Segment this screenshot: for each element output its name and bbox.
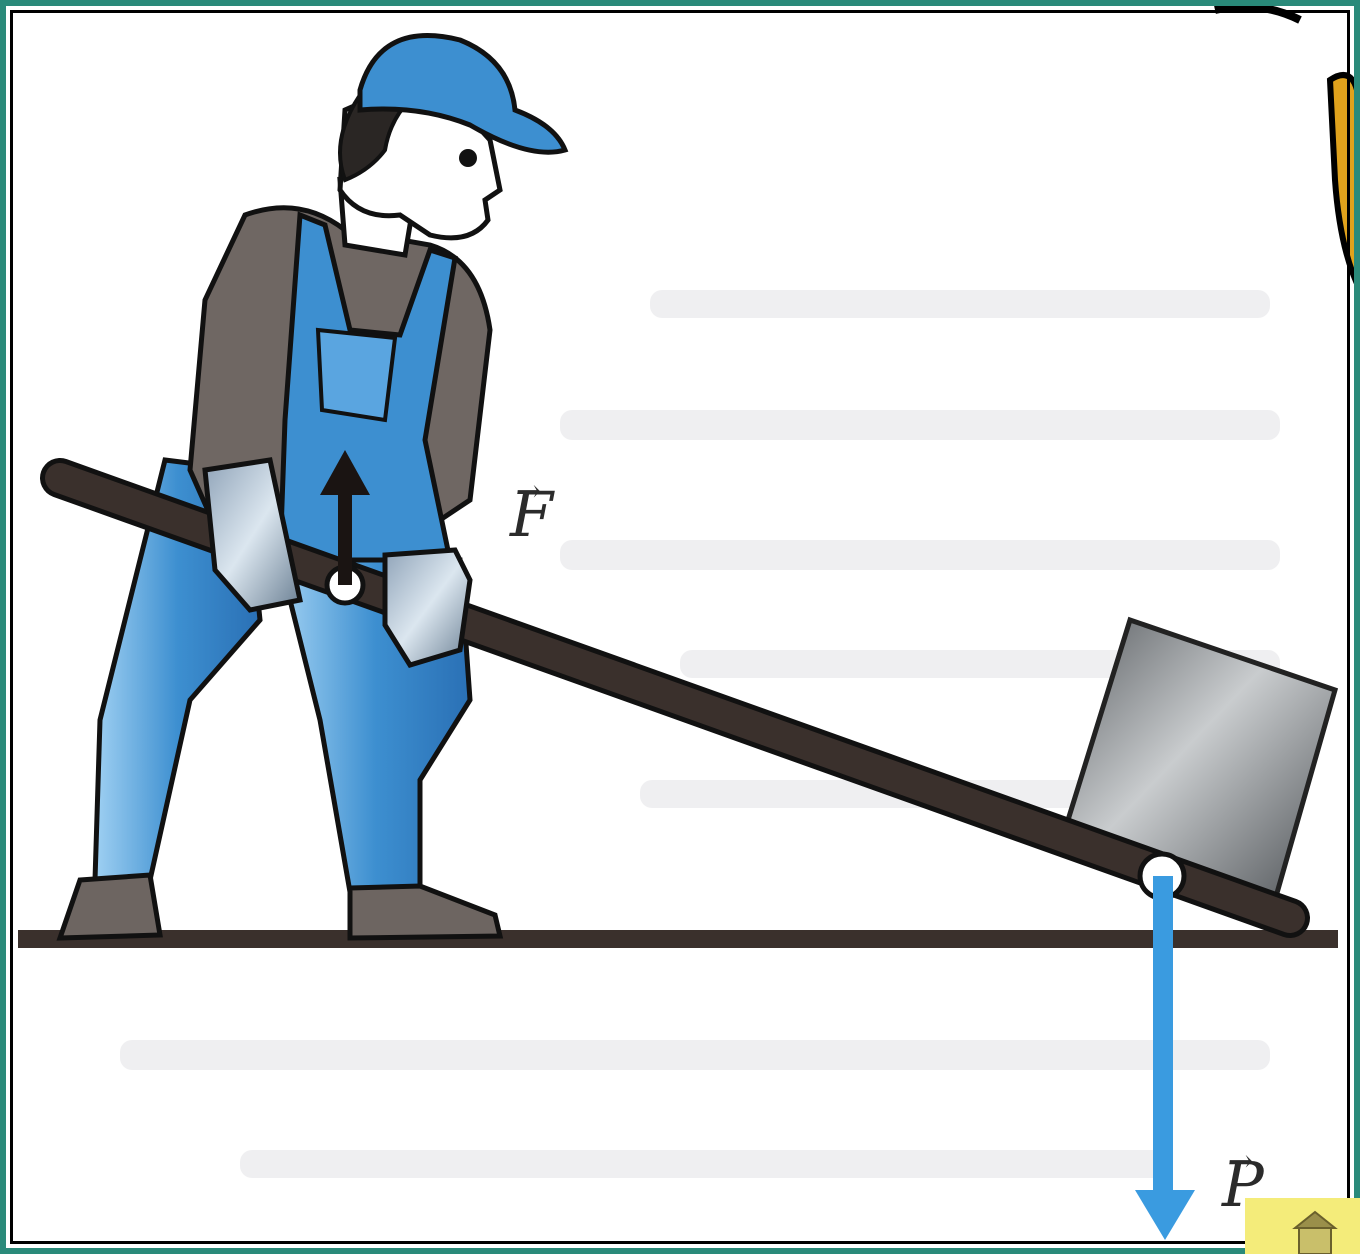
home-button[interactable] — [1245, 1198, 1360, 1254]
inner-frame — [10, 10, 1350, 1244]
home-icon — [1245, 1198, 1360, 1254]
